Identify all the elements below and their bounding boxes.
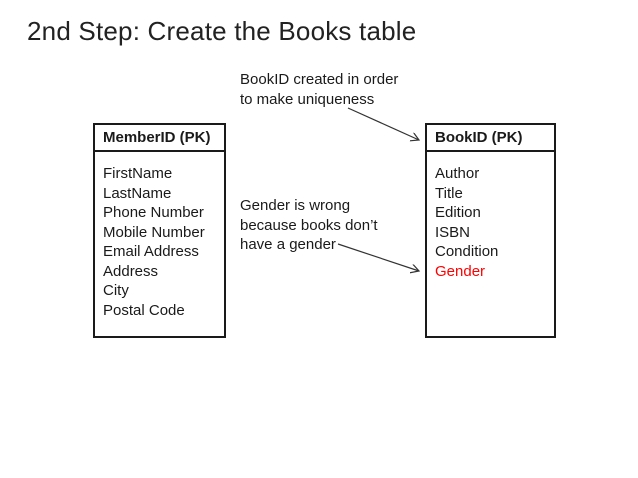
annotation-bookid-uniqueness: BookID created in order to make uniquene…: [240, 70, 398, 109]
members-table: MemberID (PK) FirstName LastName Phone N…: [93, 123, 226, 338]
field-edition: Edition: [435, 204, 481, 221]
books-table-header: BookID (PK): [427, 125, 554, 152]
field-title: Title: [435, 184, 463, 202]
field-address: Address: [103, 262, 159, 280]
members-table-header: MemberID (PK): [95, 125, 224, 152]
field-email-address: Email Address: [103, 243, 199, 260]
annotation-line: Gender is wrong: [240, 197, 351, 214]
field-city: City: [103, 282, 129, 299]
field-phone-number: Phone Number: [103, 204, 204, 221]
field-lastname: LastName: [103, 184, 172, 202]
books-table: BookID (PK) Author Title Edition ISBN Co…: [425, 123, 556, 338]
field-author: Author: [435, 165, 480, 182]
field-gender-highlighted: Gender: [435, 262, 486, 280]
books-table-fields: Author Title Edition ISBN Condition Gend…: [427, 152, 554, 281]
annotation-line: because books don’t: [240, 216, 378, 234]
slide-title: 2nd Step: Create the Books table: [27, 16, 417, 46]
field-mobile-number: Mobile Number: [103, 223, 205, 241]
annotation-line: have a gender: [240, 236, 336, 253]
members-table-fields: FirstName LastName Phone Number Mobile N…: [95, 152, 224, 320]
annotation-line: to make uniqueness: [240, 90, 375, 108]
annotation-line: BookID created in order: [240, 71, 399, 88]
arrow-bookid-to-table: [347, 107, 419, 140]
field-postal-code: Postal Code: [103, 301, 185, 319]
annotation-gender-wrong: Gender is wrong because books don’t have…: [240, 196, 378, 255]
field-firstname: FirstName: [103, 165, 173, 182]
field-isbn: ISBN: [435, 223, 471, 241]
field-condition: Condition: [435, 243, 499, 260]
